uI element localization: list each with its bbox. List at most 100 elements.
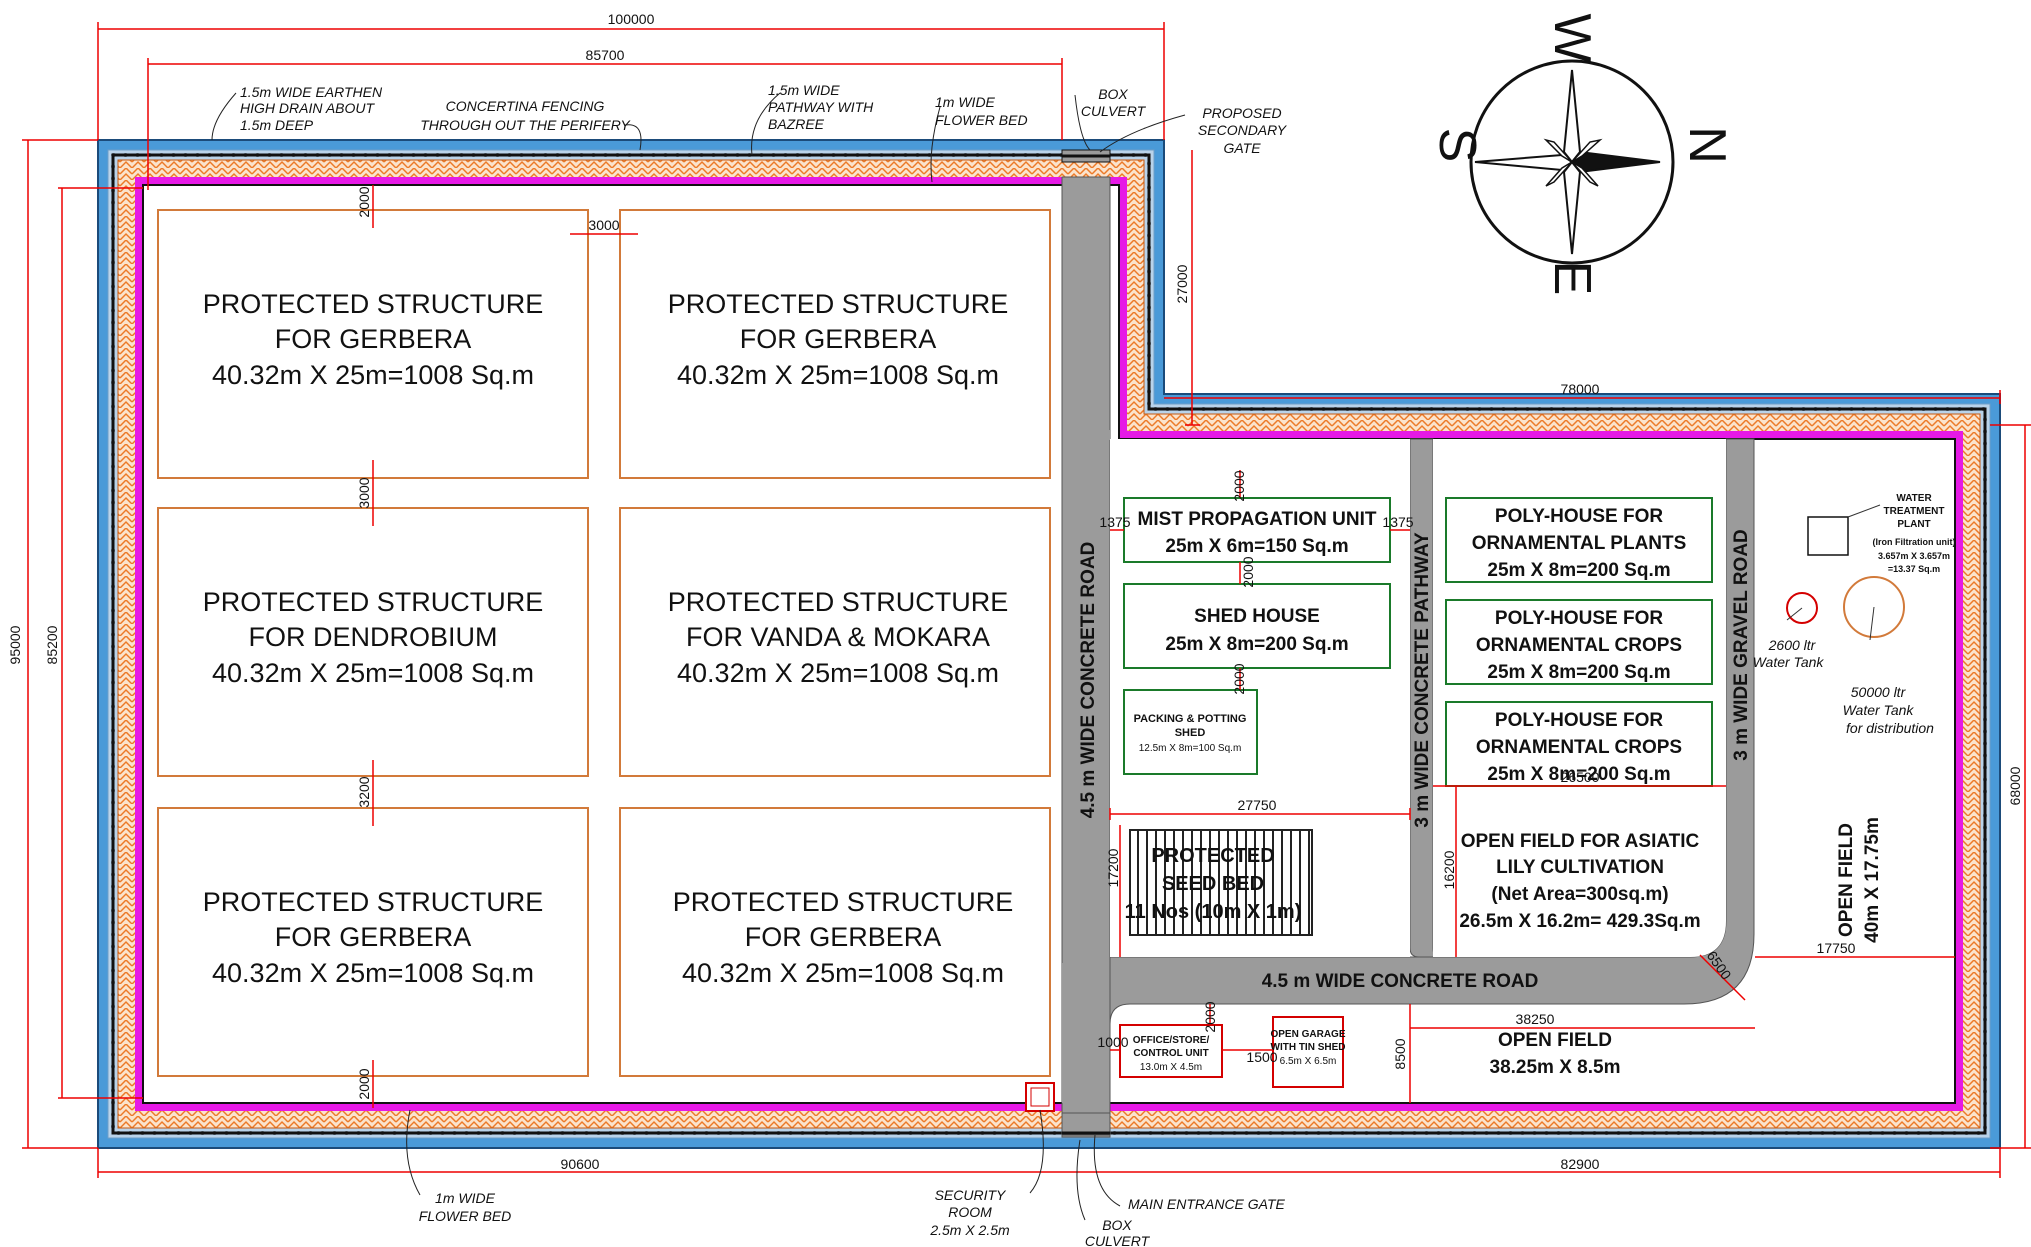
dim-gap-cols: 3000: [588, 217, 619, 233]
lily-line-3: (Net Area=300sq.m): [1491, 884, 1668, 905]
shed-house: [1123, 583, 1391, 669]
structure-1-line-3: 40.32m X 25m=1008 Sq.m: [212, 360, 534, 390]
security-room-2: ROOM: [948, 1204, 992, 1220]
dim-gap-top: 2000: [356, 186, 372, 217]
structure-4-line-2: FOR VANDA & MOKARA: [686, 622, 990, 652]
dim-lily-width: 26500: [1561, 769, 1600, 785]
office-line-2: CONTROL UNIT: [1133, 1048, 1208, 1059]
dimension-lines: [22, 22, 2031, 1178]
structure-2-line-2: FOR GERBERA: [740, 324, 937, 354]
tank-small-1: 2600 ltr: [1768, 637, 1817, 653]
dim-open-bottom-width: 38250: [1516, 1011, 1555, 1027]
dim-open-right: 17750: [1817, 940, 1856, 956]
dim-inner-width: 85700: [586, 47, 625, 63]
poly-1-line-2: ORNAMENTAL PLANTS: [1472, 533, 1687, 554]
structure-3-line-3: 40.32m X 25m=1008 Sq.m: [212, 658, 534, 688]
road-label-horizontal: 4.5 m WIDE CONCRETE ROAD: [1262, 971, 1539, 992]
fencing-label-1: CONCERTINA FENCING: [446, 98, 605, 114]
dim-mist-right: 1375: [1382, 514, 1413, 530]
poly-2-line-2: ORNAMENTAL CROPS: [1476, 635, 1682, 656]
office-line-1: OFFICE/STORE/: [1133, 1035, 1210, 1046]
structure-3-line-1: PROTECTED STRUCTURE: [203, 587, 544, 617]
right-block-units: MIST PROPAGATION UNIT 25m X 6m=150 Sq.m …: [1119, 497, 1905, 1088]
structure-5-line-3: 40.32m X 25m=1008 Sq.m: [212, 958, 534, 988]
security-room-3: 2.5m X 2.5m: [929, 1222, 1010, 1238]
dim-overall-width: 100000: [608, 11, 655, 27]
structure-5: [157, 807, 589, 1077]
secondary-gate-3: GATE: [1223, 140, 1261, 156]
dim-seed-width: 27750: [1238, 797, 1277, 813]
structure-1-line-2: FOR GERBERA: [275, 324, 472, 354]
shed-house-line-1: SHED HOUSE: [1194, 606, 1320, 627]
compass-west: W: [1543, 13, 1601, 62]
dim-office-left: 1000: [1097, 1034, 1128, 1050]
structure-5-line-2: FOR GERBERA: [275, 922, 472, 952]
poly-1-line-3: 25m X 8m=200 Sq.m: [1487, 560, 1670, 581]
office-unit: [1119, 1024, 1223, 1078]
leader-lines: [211, 92, 1186, 1221]
secondary-gate-1: PROPOSED: [1202, 105, 1281, 121]
dim-notch-height: 27000: [1174, 264, 1190, 303]
seed-bed: [1129, 829, 1313, 936]
poly-1-line-1: POLY-HOUSE FOR: [1495, 506, 1663, 527]
structure-4: [619, 507, 1051, 777]
large-water-tank: [1843, 576, 1905, 638]
box-culvert-bottom-2: CULVERT: [1085, 1233, 1151, 1247]
poly-2-line-3: 25m X 8m=200 Sq.m: [1487, 662, 1670, 683]
tank-large-2: Water Tank: [1843, 702, 1915, 718]
open-field-bottom-line-1: OPEN FIELD: [1498, 1030, 1612, 1051]
road-label-pathway: 3 m WIDE CONCRETE PATHWAY: [1412, 532, 1433, 828]
garage-line-2: WITH TIN SHED: [1271, 1042, 1346, 1053]
garage-line-3: 6.5m X 6.5m: [1280, 1056, 1337, 1067]
water-treatment-plant: [1807, 516, 1849, 556]
road-label-gravel: 3 m WIDE GRAVEL ROAD: [1731, 529, 1752, 761]
seed-bed-line-2: SEED BED: [1162, 873, 1264, 895]
structure-6-line-3: 40.32m X 25m=1008 Sq.m: [682, 958, 1004, 988]
shed-house-line-2: 25m X 8m=200 Sq.m: [1165, 634, 1348, 655]
dim-right-top: 78000: [1561, 381, 1600, 397]
dim-right-bottom: 82900: [1561, 1156, 1600, 1172]
poly-3-line-2: ORNAMENTAL CROPS: [1476, 737, 1682, 758]
compass: W E N S: [1428, 13, 1736, 295]
seed-bed-line-1: PROTECTED: [1151, 845, 1274, 867]
dim-mist-left: 1375: [1099, 514, 1130, 530]
water-plant-6: =13.37 Sq.m: [1888, 564, 1940, 574]
flower-bed-bottom-2: FLOWER BED: [419, 1208, 512, 1224]
flower-bed-top-2: FLOWER BED: [935, 112, 1028, 128]
structure-4-line-1: PROTECTED STRUCTURE: [668, 587, 1009, 617]
dim-office-top: 2000: [1202, 1001, 1218, 1032]
dim-shed-pack: 2000: [1231, 663, 1247, 694]
structure-3: [157, 507, 589, 777]
dim-seed-height: 17200: [1105, 848, 1121, 887]
lily-line-4: 26.5m X 16.2m= 429.3Sq.m: [1459, 911, 1700, 932]
structure-6: [619, 807, 1051, 1077]
water-plant-4: (Iron Filtration unit): [1873, 537, 1956, 547]
packing-shed-line-1: PACKING & POTTING: [1134, 713, 1247, 725]
structure-1-line-1: PROTECTED STRUCTURE: [203, 289, 544, 319]
dim-left-bottom: 90600: [561, 1156, 600, 1172]
dim-gap-row1: 3000: [356, 477, 372, 508]
small-water-tank: [1786, 592, 1818, 624]
drain-label-3: 1.5m DEEP: [240, 117, 314, 133]
compass-east: E: [1543, 261, 1601, 296]
lily-line-2: LILY CULTIVATION: [1496, 857, 1664, 878]
drain-label-2: HIGH DRAIN ABOUT: [240, 100, 375, 116]
flower-bed-bottom-1: 1m WIDE: [435, 1190, 496, 1206]
compass-north: N: [1678, 126, 1736, 164]
box-culvert-top-2: CULVERT: [1081, 103, 1147, 119]
open-field-right-line-2: 40m X 17.75m: [1862, 817, 1883, 943]
packing-shed-line-3: 12.5m X 8m=100 Sq.m: [1139, 743, 1242, 754]
poly-2-line-1: POLY-HOUSE FOR: [1495, 608, 1663, 629]
pathway-label-3: BAZREE: [768, 116, 825, 132]
mist-unit-line-1: MIST PROPAGATION UNIT: [1138, 509, 1377, 530]
open-field-right-line-1: OPEN FIELD: [1836, 823, 1857, 937]
poly-house-3: [1445, 701, 1713, 787]
seed-bed-line-3: 11 Nos (10m X 1m): [1125, 901, 1302, 923]
structure-6-line-2: FOR GERBERA: [745, 922, 942, 952]
box-culvert-top-1: BOX: [1098, 86, 1128, 102]
structure-3-line-2: FOR DENDROBIUM: [249, 622, 498, 652]
dim-garage-gap: 1500: [1246, 1049, 1277, 1065]
pathway-label-1: 1.5m WIDE: [768, 82, 840, 98]
road-label-main: 4.5 m WIDE CONCRETE ROAD: [1078, 542, 1099, 819]
